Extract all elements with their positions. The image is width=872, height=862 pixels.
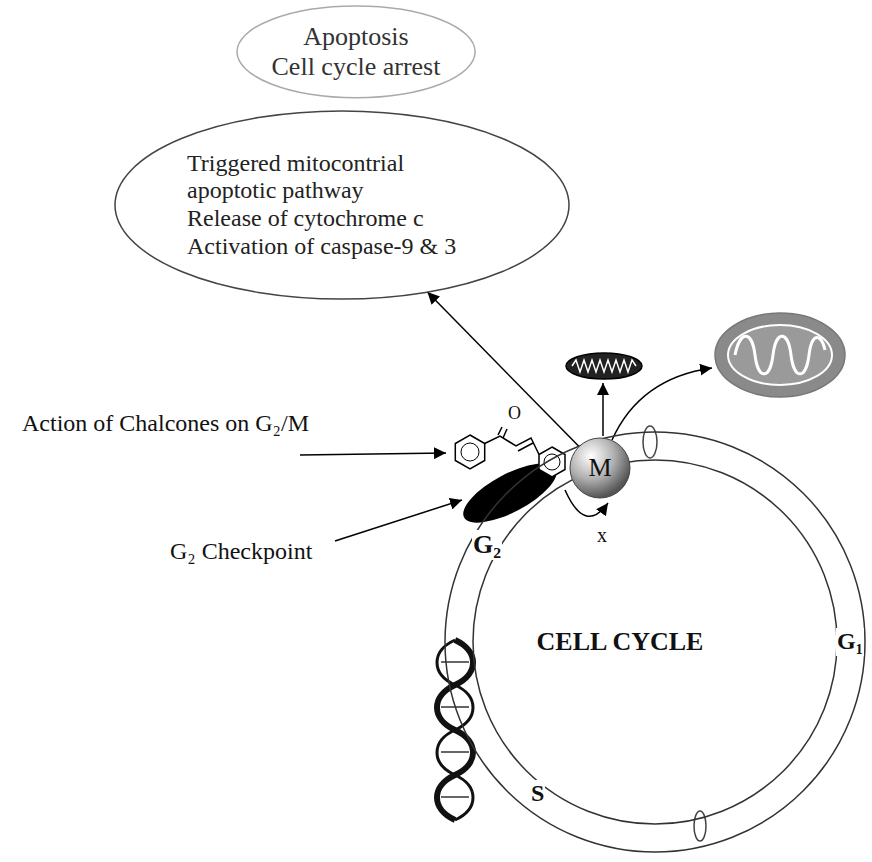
node-text: Release of cytochrome c <box>187 205 497 233</box>
ring-outer <box>445 432 865 852</box>
mitochondrion-body <box>715 313 845 397</box>
outcome-ellipse: ApoptosisCell cycle arrest <box>236 5 476 99</box>
leader-arrow <box>335 500 462 541</box>
mitochondrion-membrane <box>728 325 832 385</box>
node-content: CELL CYCLE <box>537 627 704 657</box>
callout-text: Action of Chalcones on G₂/M <box>22 410 309 438</box>
node-text: Triggered mitocontrial apoptotic pathway <box>187 150 497 205</box>
dna-strand <box>437 640 473 820</box>
callout-text: G₂ Checkpoint <box>170 538 312 566</box>
chalcone-structure <box>455 427 565 477</box>
phase-label: G₂ <box>472 530 502 560</box>
ellipse-outline <box>237 6 475 98</box>
node-content: Triggered mitocontrial apoptotic pathway… <box>187 150 497 260</box>
carbonyl-bond <box>503 429 507 438</box>
connector-arrow <box>427 292 579 446</box>
node-content: ApoptosisCell cycle arrest <box>272 22 441 82</box>
chalcone-chain <box>485 436 539 455</box>
node-text: Activation of caspase-9 & 3 <box>187 233 497 261</box>
phase-label: S <box>530 780 545 808</box>
node-text: Cell cycle arrest <box>272 52 441 82</box>
ellipse-outline <box>115 111 569 299</box>
dna-rung <box>441 751 469 753</box>
mitochondrion-cristae <box>572 360 636 372</box>
dna-strand <box>437 640 473 820</box>
ring-inner <box>473 460 837 824</box>
cell-cycle-ring: CELL CYCLE <box>443 430 867 854</box>
double-bond <box>518 443 533 451</box>
leader-arrow <box>300 453 446 455</box>
loop-label: x <box>597 524 607 547</box>
carbonyl-bond <box>498 427 502 435</box>
dna-helix <box>437 640 473 820</box>
node-text: Apoptosis <box>272 22 441 52</box>
mitochondrion-cristae <box>735 336 825 374</box>
benzene-ring <box>455 435 484 469</box>
node-text: M <box>588 453 611 483</box>
ring-marker <box>643 426 657 458</box>
mitochondria-arrow <box>602 383 604 436</box>
mitochondria-arrow <box>612 368 712 440</box>
pathway-ellipse: Triggered mitocontrial apoptotic pathway… <box>114 110 570 300</box>
large-mitochondrion <box>715 313 845 397</box>
node-text: CELL CYCLE <box>537 627 704 657</box>
sphere-body <box>570 438 630 498</box>
mitochondrion-body <box>566 353 642 379</box>
dna-rung <box>441 796 469 798</box>
atom-label: O <box>508 403 521 424</box>
small-mitochondrion <box>566 353 642 379</box>
benzene-ring <box>539 447 565 477</box>
node-content: M <box>588 453 611 483</box>
ring-marker <box>694 811 706 841</box>
mitosis-sphere: M <box>569 437 631 499</box>
aromatic-circle <box>461 443 479 461</box>
phase-label: G₁ <box>836 628 864 656</box>
